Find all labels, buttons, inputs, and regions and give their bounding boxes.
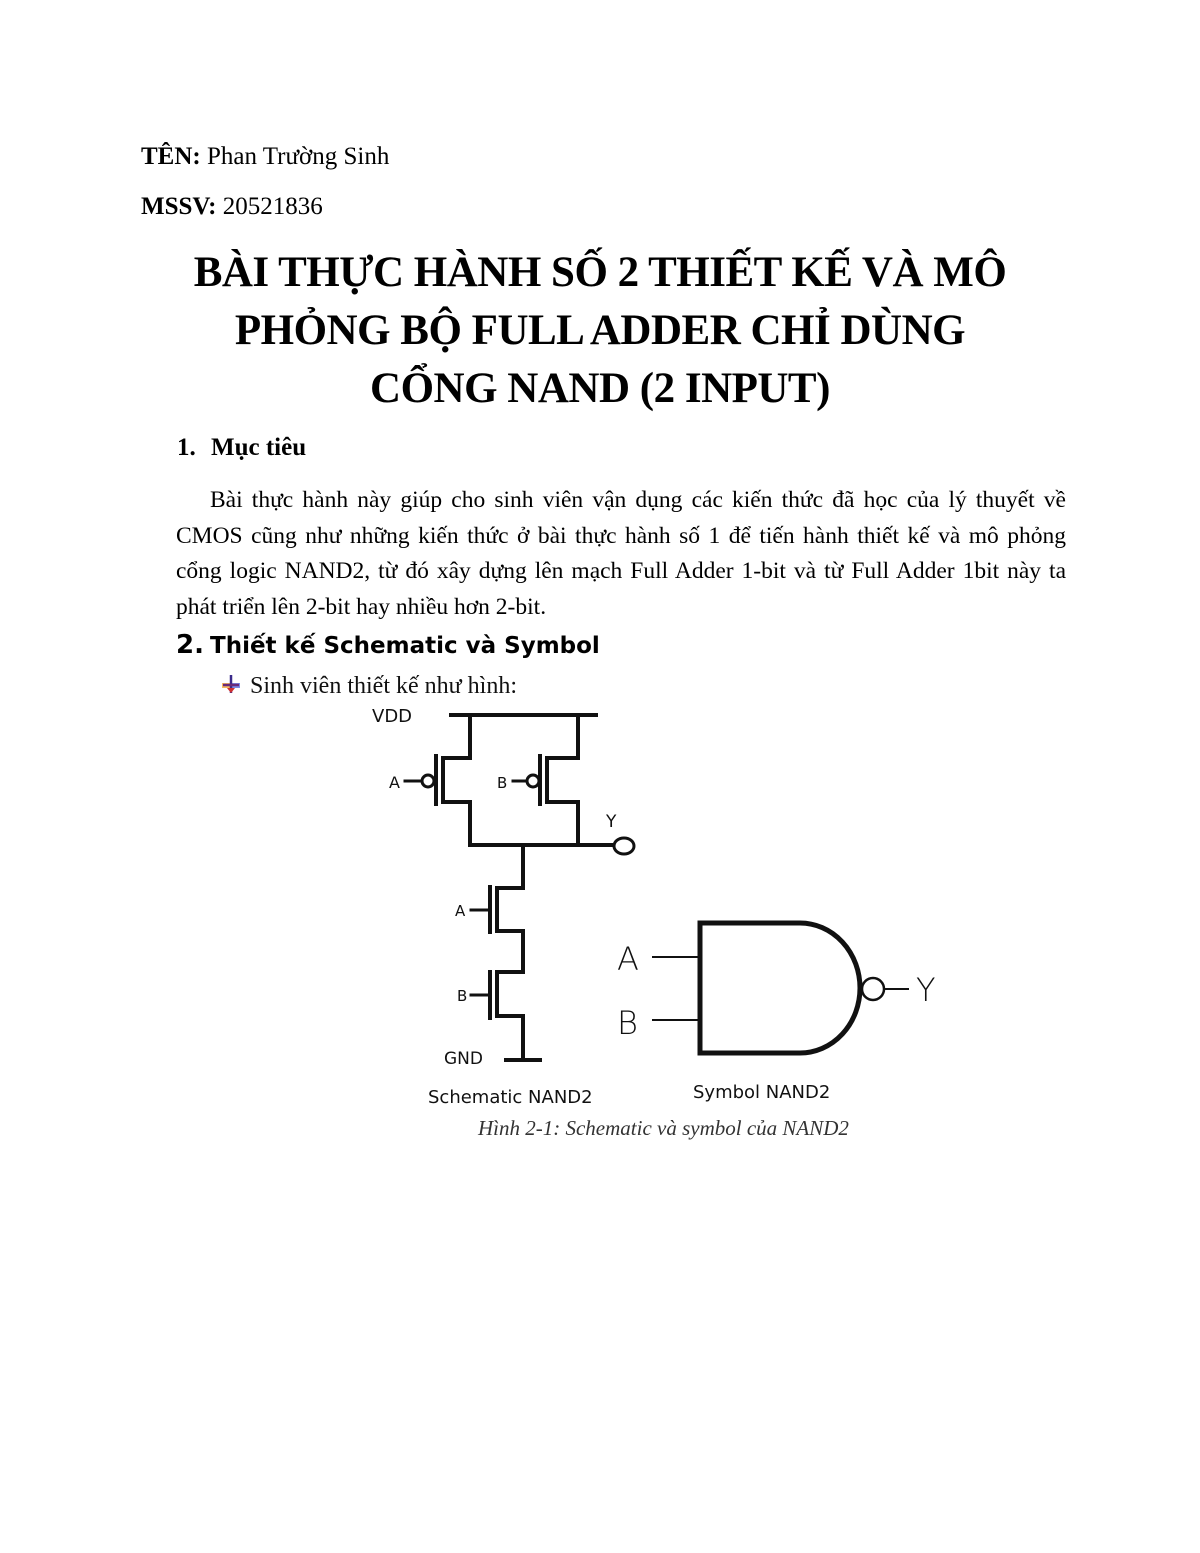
symbol-input-a: A bbox=[617, 940, 639, 978]
student-id-line: MSSV: 20521836 bbox=[141, 193, 323, 221]
title-line-1: BÀI THỰC HÀNH SỐ 2 THIẾT KẾ VÀ MÔ bbox=[193, 249, 1007, 296]
schematic-caption: Schematic NAND2 bbox=[428, 1087, 593, 1108]
nmos-b-label: B bbox=[457, 987, 467, 1005]
gnd-label: GND bbox=[444, 1049, 483, 1069]
id-value: 20521836 bbox=[222, 193, 323, 220]
section-body-objectives: Bài thực hành này giúp cho sinh viên vận… bbox=[176, 483, 1066, 625]
nand2-schematic bbox=[403, 713, 636, 1062]
symbol-caption: Symbol NAND2 bbox=[693, 1082, 830, 1103]
title-line-3: CỔNG NAND (2 INPUT) bbox=[370, 365, 830, 412]
document-title: BÀI THỰC HÀNH SỐ 2 THIẾT KẾ VÀ MÔ PHỎNG … bbox=[100, 244, 1100, 418]
section-title: Mục tiêu bbox=[211, 434, 307, 461]
pmos-a-label: A bbox=[389, 773, 400, 792]
pmos-b-label: B bbox=[497, 774, 507, 792]
section-number: 2. bbox=[176, 630, 204, 660]
schematic-labels: VDD A B Y A B GND Schematic NAND2 bbox=[372, 706, 617, 1108]
output-y-label: Y bbox=[605, 812, 617, 832]
arrow-bullet-icon bbox=[220, 673, 250, 702]
symbol-output-y: Y bbox=[916, 971, 936, 1009]
title-line-2: PHỎNG BỘ FULL ADDER CHỈ DÙNG bbox=[234, 307, 966, 354]
section-number: 1. bbox=[177, 434, 196, 461]
bullet-item: Sinh viên thiết kế như hình: bbox=[220, 671, 517, 700]
symbol-input-b: B bbox=[617, 1004, 638, 1042]
body-paragraph: Bài thực hành này giúp cho sinh viên vận… bbox=[176, 487, 1066, 620]
name-label: TÊN: bbox=[141, 143, 201, 170]
id-label: MSSV: bbox=[141, 193, 217, 220]
nmos-a-label: A bbox=[455, 902, 466, 920]
student-name-line: TÊN: Phan Trường Sinh bbox=[141, 143, 389, 171]
name-value: Phan Trường Sinh bbox=[206, 143, 390, 170]
section-heading-objectives: 1. Mục tiêu bbox=[177, 434, 306, 462]
nand2-symbol: A B Y Symbol NAND2 bbox=[617, 920, 936, 1103]
section-title: Thiết kế Schematic và Symbol bbox=[210, 633, 600, 659]
figure-caption: Hình 2-1: Schematic và symbol của NAND2 bbox=[478, 1116, 849, 1140]
bullet-text: Sinh viên thiết kế như hình: bbox=[250, 673, 517, 699]
section-heading-design: 2.Thiết kế Schematic và Symbol bbox=[176, 630, 600, 660]
vdd-label: VDD bbox=[372, 706, 412, 727]
